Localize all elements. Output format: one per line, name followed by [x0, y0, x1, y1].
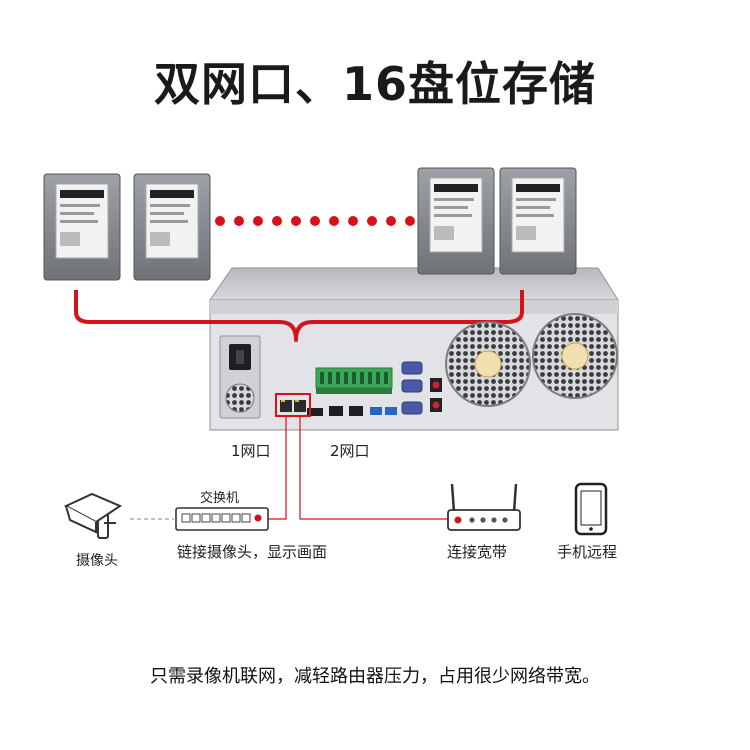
page-title: 双网口、16盘位存储	[153, 57, 596, 111]
router-icon	[447, 483, 521, 531]
hard-drive-icon	[417, 167, 495, 275]
switch-description: 链接摄像头，显示画面	[177, 543, 328, 561]
fan-icon	[532, 313, 618, 399]
vga-port	[401, 361, 423, 415]
power-supply	[219, 335, 261, 419]
port1-cable	[262, 416, 287, 520]
camera-icon	[63, 492, 123, 539]
router-label: 连接宽带	[447, 543, 508, 561]
rear-io-row	[307, 406, 397, 416]
hard-drive-icon	[133, 173, 211, 281]
fan-icon	[445, 321, 531, 407]
ethernet-ports	[275, 393, 311, 417]
footer-caption: 只需录像机联网，减轻路由器压力，占用很少网络带宽。	[150, 666, 600, 687]
alarm-io-terminal	[315, 367, 393, 394]
phone-label: 手机远程	[557, 543, 618, 561]
phone-icon	[574, 482, 608, 536]
port2-label: 2网口	[330, 442, 370, 460]
hard-drive-icon	[43, 173, 121, 281]
switch-icon	[175, 507, 269, 531]
port1-label: 1网口	[231, 442, 271, 460]
more-drives-dots	[215, 216, 415, 226]
audio-jack	[430, 378, 442, 412]
drive-brace	[74, 290, 524, 342]
port2-cable	[299, 416, 448, 520]
camera-label: 摄像头	[76, 553, 118, 569]
hard-drive-icon	[499, 167, 577, 275]
switch-label: 交换机	[200, 491, 240, 506]
